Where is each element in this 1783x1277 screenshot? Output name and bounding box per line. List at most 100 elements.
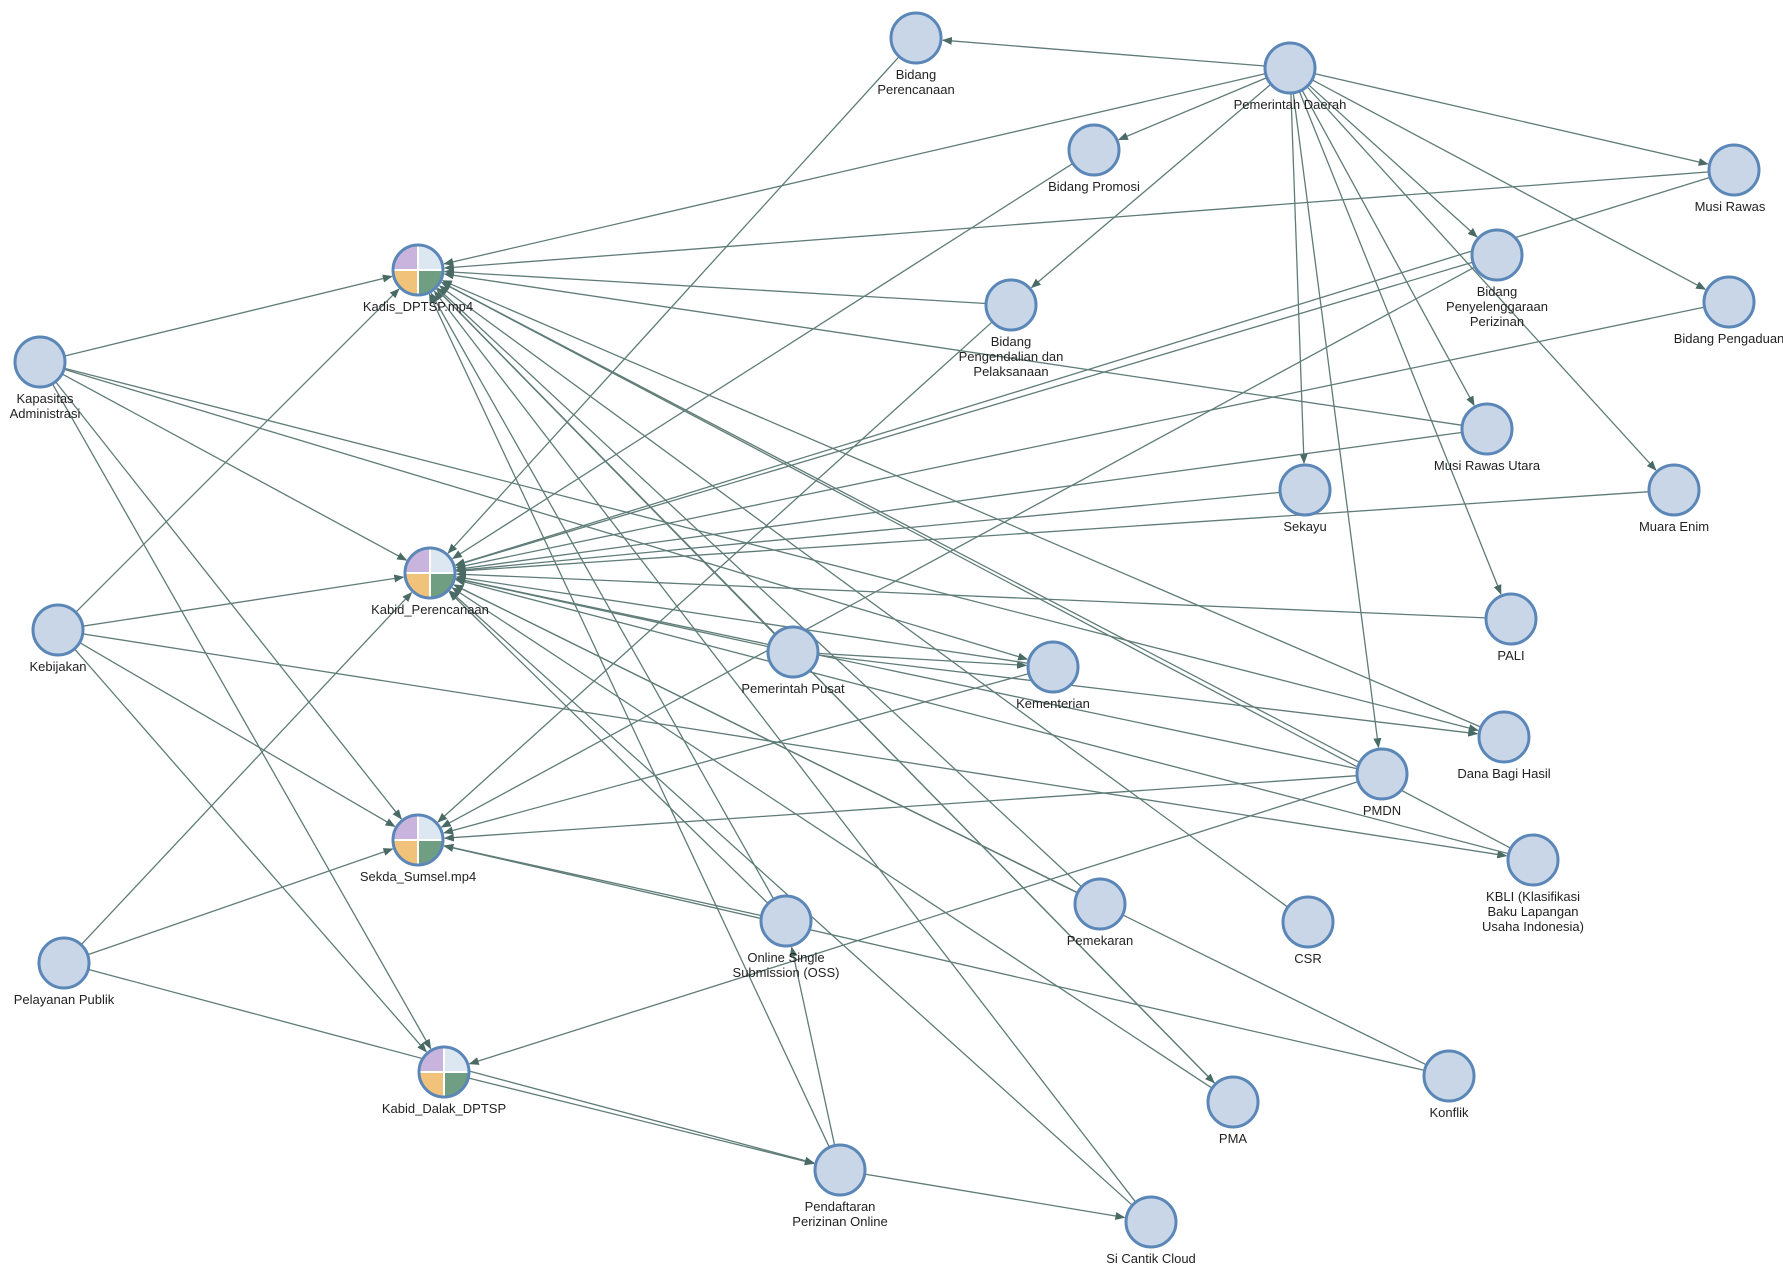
hub-ring [417,1045,471,1099]
edge-bidang_penyelenggaraan-to-kabid_perencanaan [454,261,1474,567]
node-pempus[interactable]: Pemerintah Pusat [741,625,845,696]
node-label-line: Perizinan [1470,314,1524,329]
node-label-line: Muara Enim [1639,519,1709,534]
node-pemda[interactable]: Pemerintah Daerah [1234,41,1347,112]
node-label: Dana Bagi Hasil [1457,766,1550,781]
node-circle [1206,1075,1260,1129]
node-pelayanan[interactable]: Pelayanan Publik [14,936,115,1007]
node-pemekaran[interactable]: Pemekaran [1067,877,1133,948]
edge-konflik-to-kabid_perencanaan [453,584,1427,1066]
node-konflik[interactable]: Konflik [1422,1049,1476,1120]
node-circle [759,894,813,948]
node-label: Bidang Pengaduan [1674,331,1783,346]
hub-ring [403,546,457,600]
node-label: Musi Rawas Utara [1434,458,1541,473]
node-circle [1026,640,1080,694]
node-kementerian[interactable]: Kementerian [1016,640,1090,711]
edge-pmdn-to-kabid_perencanaan [455,576,1358,770]
node-label-line: Penyelenggaraan [1446,299,1548,314]
node-circle [766,625,820,679]
node-label: Kementerian [1016,696,1090,711]
edge-sekayu-to-kabid_perencanaan [455,491,1281,574]
node-kabid_dalak[interactable]: Kabid_Dalak_DPTSP [382,1045,506,1116]
node-circle [1067,123,1121,177]
node-dbh[interactable]: Dana Bagi Hasil [1457,710,1551,781]
edge-kebijakan-to-kadis [75,288,400,613]
node-label-line: Musi Rawas [1695,199,1766,214]
node-label-line: Kebijakan [29,659,86,674]
edge-pmdn-to-sekda [443,775,1358,842]
node-pali[interactable]: PALI [1484,592,1538,663]
node-musi_rawas_utara[interactable]: Musi Rawas Utara [1434,402,1541,473]
edge-kbli-to-kabid_perencanaan [455,578,1509,855]
edge-kbli-to-kadis [441,282,1512,849]
node-bidang_pengaduan[interactable]: Bidang Pengaduan [1674,275,1783,346]
node-label-line: Pemerintah Daerah [1234,97,1347,112]
node-label: Pemekaran [1067,933,1133,948]
node-circle [1506,833,1560,887]
node-label-line: Perencanaan [877,82,954,97]
edge-kementerian-to-kabid_perencanaan [455,574,1029,664]
edge-pemda-to-pali [1298,90,1502,595]
node-label-line: CSR [1294,951,1321,966]
node-si_cantik[interactable]: Si Cantik Cloud [1106,1195,1196,1266]
node-label: PMDN [1363,803,1401,818]
edge-pemekaran-to-kadis [437,287,1083,888]
node-label-line: Baku Lapangan [1487,904,1578,919]
node-label-line: Si Cantik Cloud [1106,1251,1196,1266]
node-label: PMA [1219,1131,1248,1146]
edge-pempus-to-dbh [817,654,1479,737]
node-label: Pemerintah Daerah [1234,97,1347,112]
edge-bidang_penyelenggaraan-to-sekda [440,266,1476,828]
node-pma[interactable]: PMA [1206,1075,1260,1146]
edge-pendaftaran-to-kadis [428,293,830,1148]
node-circle [1422,1049,1476,1103]
edge-kapasitas-to-kabid_dalak [51,383,432,1050]
node-label-line: Perizinan Online [792,1214,887,1229]
node-musi_rawas[interactable]: Musi Rawas [1695,143,1766,214]
edge-kapasitas-to-kadis [64,274,393,357]
node-label: Pemerintah Pusat [741,681,845,696]
node-kebijakan[interactable]: Kebijakan [29,603,87,674]
node-label-line: Bidang [991,334,1031,349]
node-bidang_promosi[interactable]: Bidang Promosi [1048,123,1140,194]
node-csr[interactable]: CSR [1281,895,1335,966]
edge-bidang_pengendalian-to-kadis [444,268,987,305]
node-muara_enim[interactable]: Muara Enim [1639,463,1709,534]
edge-pmdn-to-kabid_dalak [468,780,1359,1065]
node-sekayu[interactable]: Sekayu [1278,463,1332,534]
edge-pemda-to-bidang_penyelenggaraan [1308,84,1478,238]
edge-kadis-to-pma [435,287,1215,1084]
node-label-line: Pendaftaran [805,1199,876,1214]
edge-dbh-to-kadis [441,280,1482,728]
node-pmdn[interactable]: PMDN [1355,747,1409,818]
node-circle [37,936,91,990]
node-label: CSR [1294,951,1321,966]
edge-pemda-to-pmdn [1292,92,1382,749]
edge-pelayanan-to-kabid_perencanaan [80,591,413,946]
node-label-line: Submission (OSS) [733,965,840,980]
node-label-line: Konflik [1429,1105,1469,1120]
edge-kementerian-to-sekda [443,672,1030,835]
node-label-line: Kapasitas [16,391,74,406]
node-circle [1484,592,1538,646]
node-circle [1477,710,1531,764]
edge-oss-to-sekda [443,843,762,917]
edge-oss-to-kadis [430,292,775,900]
node-label: Kabid_Perencanaan [371,602,489,617]
node-label-line: PMDN [1363,803,1401,818]
edge-pemda-to-bidang_perencanaan [941,36,1266,67]
